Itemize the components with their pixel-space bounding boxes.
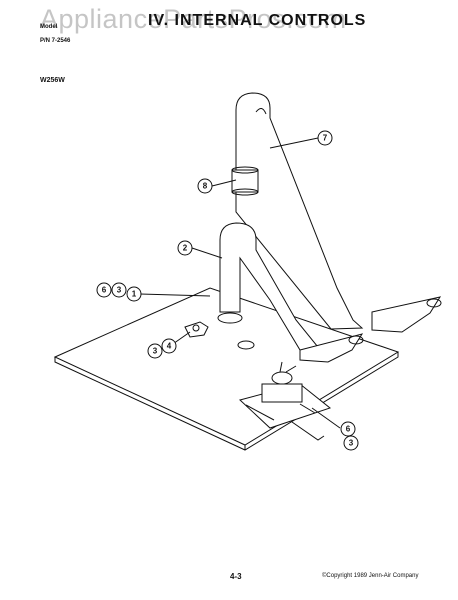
duct-base-ring (217, 312, 243, 324)
watermark: AppliancePartsPros.com (40, 4, 347, 34)
header-model-label: Model (40, 24, 58, 30)
callout-label-6: 6 (102, 286, 107, 295)
callout-8 (197, 178, 213, 194)
callout-label-3c: 3 (349, 439, 354, 448)
callout-label-4: 4 (167, 342, 172, 351)
callout-1 (126, 286, 142, 302)
callout-6 (96, 282, 112, 298)
callout-3c (343, 435, 359, 451)
model-number: W256W (40, 77, 65, 84)
callout-7 (317, 130, 333, 146)
callout-label-8: 8 (203, 182, 208, 191)
callout-4 (161, 338, 177, 354)
callouts (96, 130, 359, 451)
callout-label-2: 2 (183, 244, 188, 253)
page-number: 4-3 (230, 572, 242, 581)
upper-duct (235, 92, 364, 330)
page-title: IV. INTERNAL CONTROLS (148, 12, 367, 29)
callout-label-3b: 3 (153, 347, 158, 356)
small-valve-part (184, 321, 209, 338)
callout-label-6b: 6 (346, 425, 351, 434)
callout-3b (147, 343, 163, 359)
callout-label-3a: 3 (117, 286, 122, 295)
upper-duct-foot (371, 296, 442, 333)
header-part-number: P/N 7-2546 (40, 38, 71, 44)
plate-hole (237, 340, 255, 350)
callout-label-7: 7 (323, 134, 328, 143)
copyright-notice: ©Copyright 1989 Jenn-Air Company (322, 573, 419, 579)
callout-label-1: 1 (132, 290, 137, 299)
callout-3a (111, 282, 127, 298)
control-assembly (238, 361, 332, 441)
callout-2 (177, 240, 193, 256)
callout-6b (340, 421, 356, 437)
